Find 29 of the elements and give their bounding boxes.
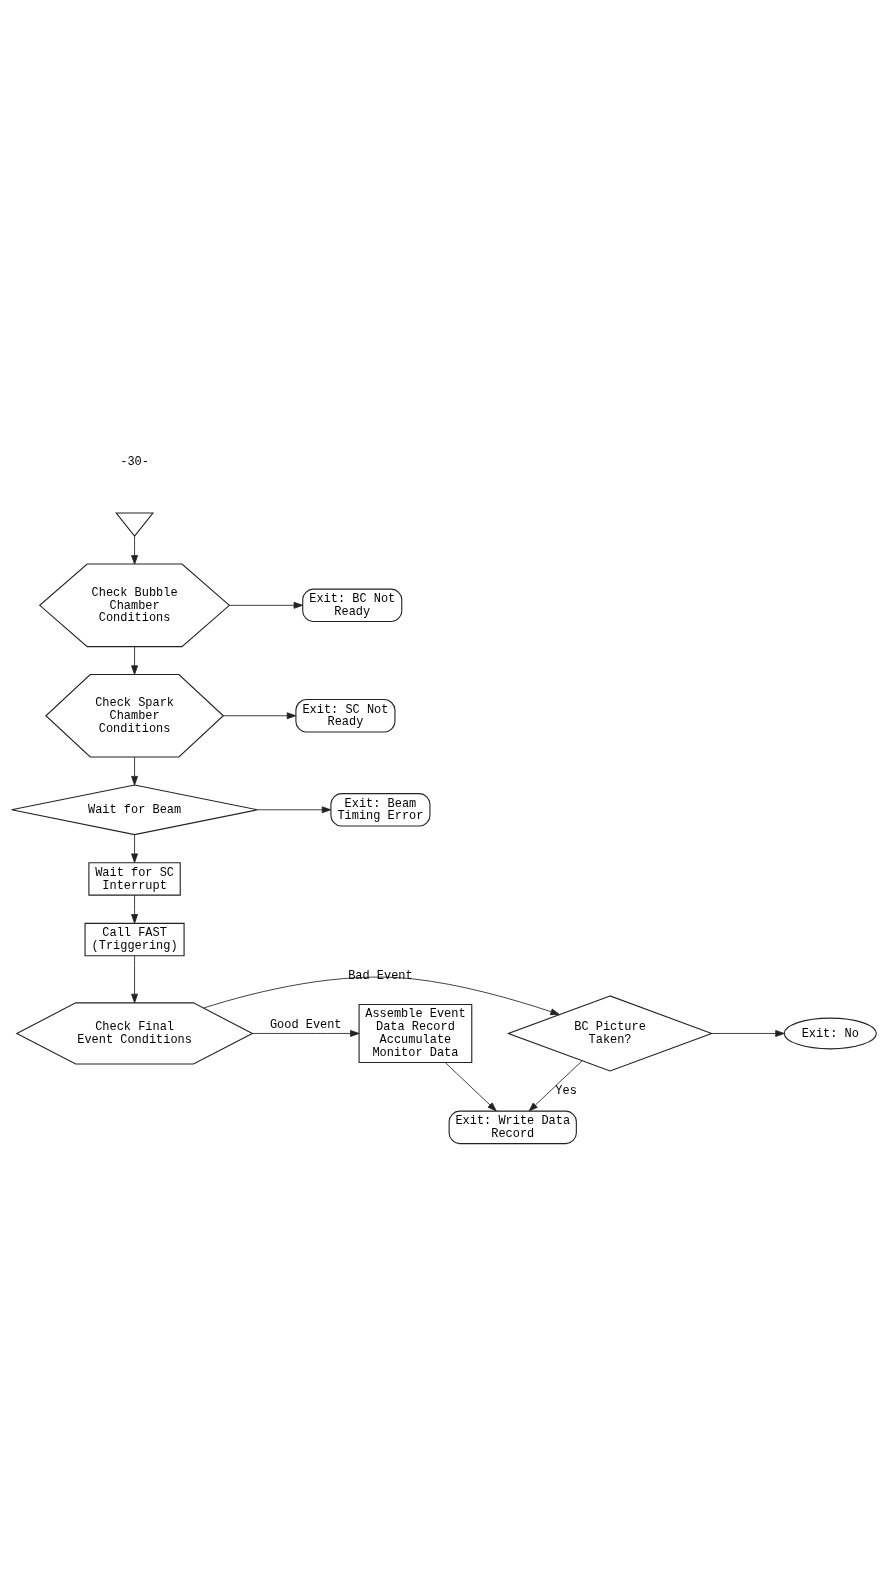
node-triangle [115, 511, 155, 537]
node-diamond: BC Picture Taken? [506, 994, 714, 1072]
node-box: Assemble Event Data Record Accumulate Monitor Data [358, 1003, 473, 1063]
arrow [711, 1029, 785, 1037]
arrow [445, 1061, 497, 1111]
arrow [252, 1029, 360, 1037]
arrow [257, 805, 332, 813]
node-box: Exit: Beam Timing Error [330, 792, 431, 827]
arrow [528, 1059, 583, 1111]
arrow [131, 756, 138, 785]
arrow [131, 833, 138, 863]
arrow [222, 711, 297, 719]
arrow [131, 955, 138, 1003]
node-box: Call FAST (Triggering) [84, 922, 185, 956]
arrow [131, 894, 138, 924]
node-box: Exit: SC Not Ready [295, 698, 396, 733]
label: -30- [120, 454, 149, 469]
node-ellipse: Exit: No [783, 1017, 877, 1049]
node-box: Exit: BC Not Ready [302, 588, 403, 622]
arrow [131, 645, 138, 675]
node-box: Exit: Write Data Record [448, 1110, 577, 1144]
arrow [228, 601, 303, 609]
edge-label: Good Event [269, 1017, 342, 1032]
arrow [131, 535, 138, 565]
edge-label: Bad Event [348, 968, 413, 983]
arrow [203, 976, 560, 1015]
node-box: Wait for SC Interrupt [88, 861, 181, 896]
edge-label: Yes [555, 1083, 577, 1098]
node-diamond: Wait for Beam [11, 784, 259, 835]
